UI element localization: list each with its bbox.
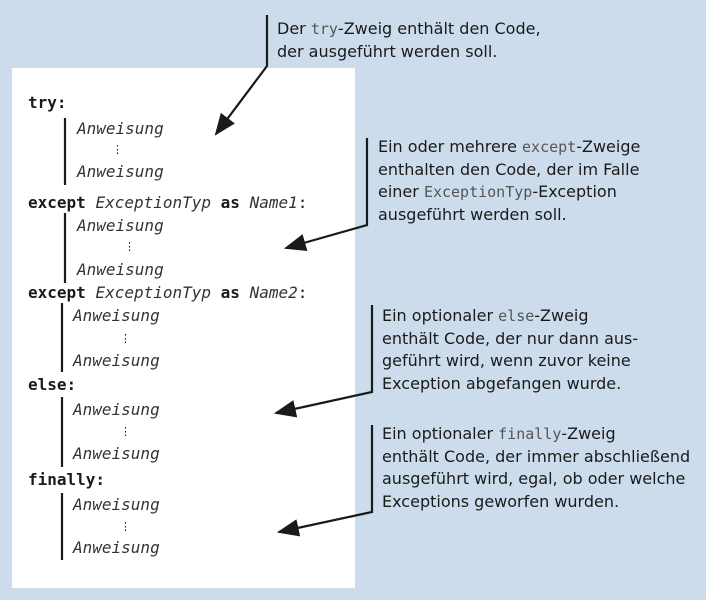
name2: Name2	[249, 283, 298, 302]
note-text: Ein oder mehrere	[378, 137, 523, 156]
note-code: except	[522, 138, 577, 156]
note-text: Exception abgefangen wurde.	[382, 373, 622, 393]
statement: Anweisung	[77, 260, 164, 279]
statement: Anweisung	[77, 216, 164, 235]
note-text: Ein optionaler	[382, 306, 499, 325]
exception-type: ExceptionTyp	[95, 193, 212, 212]
except-keyword: except	[28, 193, 86, 212]
else-keyword: else:	[28, 375, 77, 394]
as-keyword: as	[220, 193, 240, 212]
note-text: geführt wird, wenn zuvor keine	[382, 351, 631, 370]
as-keyword: as	[220, 283, 240, 302]
note-try: Der try-Zweig enthält den Code, der ausg…	[277, 18, 541, 63]
note-text: einer	[378, 182, 424, 201]
note-text: -Exception	[532, 182, 617, 201]
except-line-1: except ExceptionTyp as Name1:	[28, 193, 307, 213]
note-text: -Zweig enthält den Code,	[337, 19, 541, 38]
note-text: ausgeführt werden soll.	[378, 204, 567, 224]
try-keyword: try:	[28, 93, 67, 112]
colon: :	[297, 193, 308, 212]
statement: Anweisung	[77, 162, 164, 181]
ellipsis: ⋮	[112, 143, 123, 156]
note-code: finally	[498, 425, 562, 443]
arrow-except	[283, 138, 369, 252]
note-text: enthält Code, der nur dann aus-	[382, 328, 639, 348]
statement: Anweisung	[73, 538, 160, 557]
arrow-try	[214, 15, 269, 136]
note-except: Ein oder mehrere except-Zweige enthalten…	[378, 136, 640, 226]
ellipsis: ⋮	[124, 240, 135, 253]
except-keyword: except	[28, 283, 86, 302]
colon: :	[297, 283, 308, 302]
note-finally: Ein optionaler finally-Zweig enthält Cod…	[382, 423, 690, 513]
statement: Anweisung	[73, 306, 160, 325]
note-text: -Zweig	[534, 306, 589, 325]
note-code: ExceptionTyp	[423, 183, 533, 201]
note-text: der ausgeführt werden soll.	[277, 41, 498, 61]
note-text: -Zweige	[576, 137, 641, 156]
name1: Name1	[249, 193, 298, 212]
note-text: Der	[277, 19, 311, 38]
note-text: -Zweig	[561, 424, 616, 443]
statement: Anweisung	[73, 400, 160, 419]
ellipsis: ⋮	[120, 425, 131, 438]
note-code: else	[498, 307, 535, 325]
note-code: try	[310, 20, 338, 38]
code-box	[12, 68, 355, 588]
note-text: enthält Code, der immer abschließend	[382, 446, 691, 466]
exception-type: ExceptionTyp	[95, 283, 212, 302]
note-text: Exceptions geworfen wurden.	[382, 491, 620, 511]
statement: Anweisung	[73, 495, 160, 514]
statement: Anweisung	[73, 444, 160, 463]
except-line-2: except ExceptionTyp as Name2:	[28, 283, 307, 303]
note-text: Ein optionaler	[382, 424, 499, 443]
note-text: ausgeführt wird, egal, ob oder welche	[382, 469, 686, 488]
ellipsis: ⋮	[120, 520, 131, 533]
arrow-else	[273, 305, 374, 418]
statement: Anweisung	[73, 351, 160, 370]
note-text: enthalten den Code, der im Falle	[378, 159, 640, 179]
ellipsis: ⋮	[120, 332, 131, 345]
statement: Anweisung	[77, 119, 164, 138]
arrow-finally	[276, 425, 374, 537]
finally-keyword: finally:	[28, 470, 106, 489]
note-else: Ein optionaler else-Zweig enthält Code, …	[382, 305, 638, 395]
